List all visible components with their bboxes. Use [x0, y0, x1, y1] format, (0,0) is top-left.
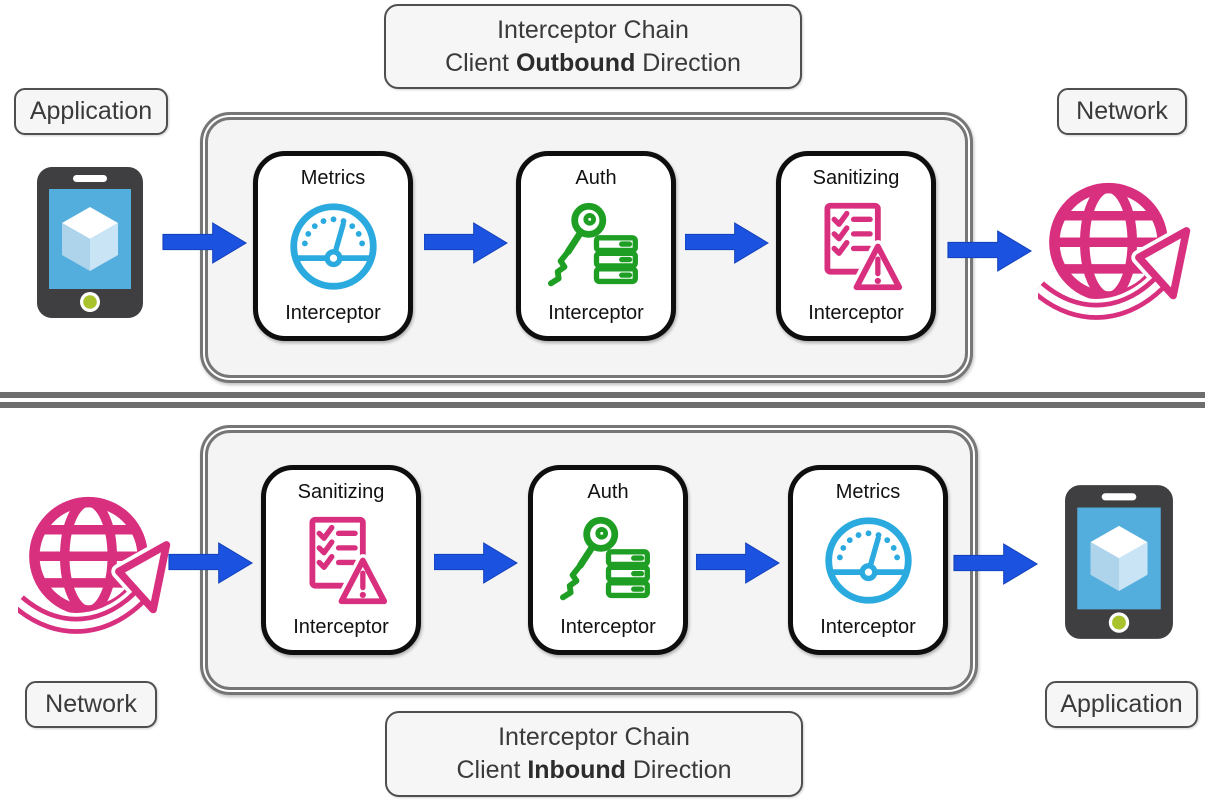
interceptor-box-auth-inbound: Auth Interceptor [528, 465, 688, 655]
outbound-title-line2: Client Outbound Direction [445, 48, 741, 77]
flow-arrow [424, 222, 508, 264]
flow-arrow [168, 542, 254, 584]
interceptor-label: Interceptor [548, 302, 644, 324]
interceptor-box-sanitizing-inbound: Sanitizing Interceptor [261, 465, 421, 655]
network-label-bottom: Network [25, 681, 157, 728]
interceptor-name: Auth [587, 481, 629, 503]
outbound-title-line1: Interceptor Chain [497, 15, 689, 44]
interceptor-label: Interceptor [285, 302, 381, 324]
outbound-title-box: Interceptor Chain Client Outbound Direct… [384, 4, 802, 89]
interceptor-box-metrics-outbound: Metrics Interceptor [253, 151, 413, 341]
interceptor-label: Interceptor [293, 616, 389, 638]
globe-network-icon [1038, 182, 1194, 324]
interceptor-name: Metrics [300, 167, 366, 189]
flow-arrow [696, 542, 780, 584]
interceptor-label: Interceptor [560, 616, 656, 638]
checklist-warning-icon [823, 202, 905, 294]
key-servers-icon [547, 202, 638, 286]
application-label-bottom: Application [1045, 681, 1198, 728]
interceptor-box-sanitizing-outbound: Sanitizing Interceptor [776, 151, 936, 341]
section-divider [0, 392, 1205, 408]
interceptor-label: Interceptor [820, 616, 916, 638]
checklist-warning-icon [308, 516, 390, 608]
flow-arrow [685, 222, 769, 264]
gauge-icon [824, 516, 912, 604]
interceptor-label: Interceptor [808, 302, 904, 324]
network-label-top: Network [1057, 88, 1187, 135]
interceptor-box-metrics-inbound: Metrics Interceptor [788, 465, 948, 655]
globe-network-icon [18, 496, 174, 638]
flow-arrow [953, 543, 1039, 585]
smartphone-app-icon [1065, 485, 1173, 639]
flow-arrow [162, 222, 248, 264]
inbound-title-box: Interceptor Chain Client Inbound Directi… [385, 711, 803, 797]
smartphone-app-icon [37, 167, 143, 318]
interceptor-name: Sanitizing [812, 167, 900, 189]
flow-arrow [434, 542, 518, 584]
inbound-title-line1: Interceptor Chain [498, 723, 690, 751]
interceptor-name: Sanitizing [297, 481, 385, 503]
interceptor-name: Metrics [835, 481, 901, 503]
application-label-top: Application [14, 88, 168, 135]
inbound-title-line2: Client Inbound Direction [456, 756, 732, 784]
key-servers-icon [559, 516, 650, 600]
interceptor-box-auth-outbound: Auth Interceptor [516, 151, 676, 341]
gauge-icon [289, 202, 377, 290]
flow-arrow [947, 230, 1033, 272]
interceptor-name: Auth [575, 167, 617, 189]
